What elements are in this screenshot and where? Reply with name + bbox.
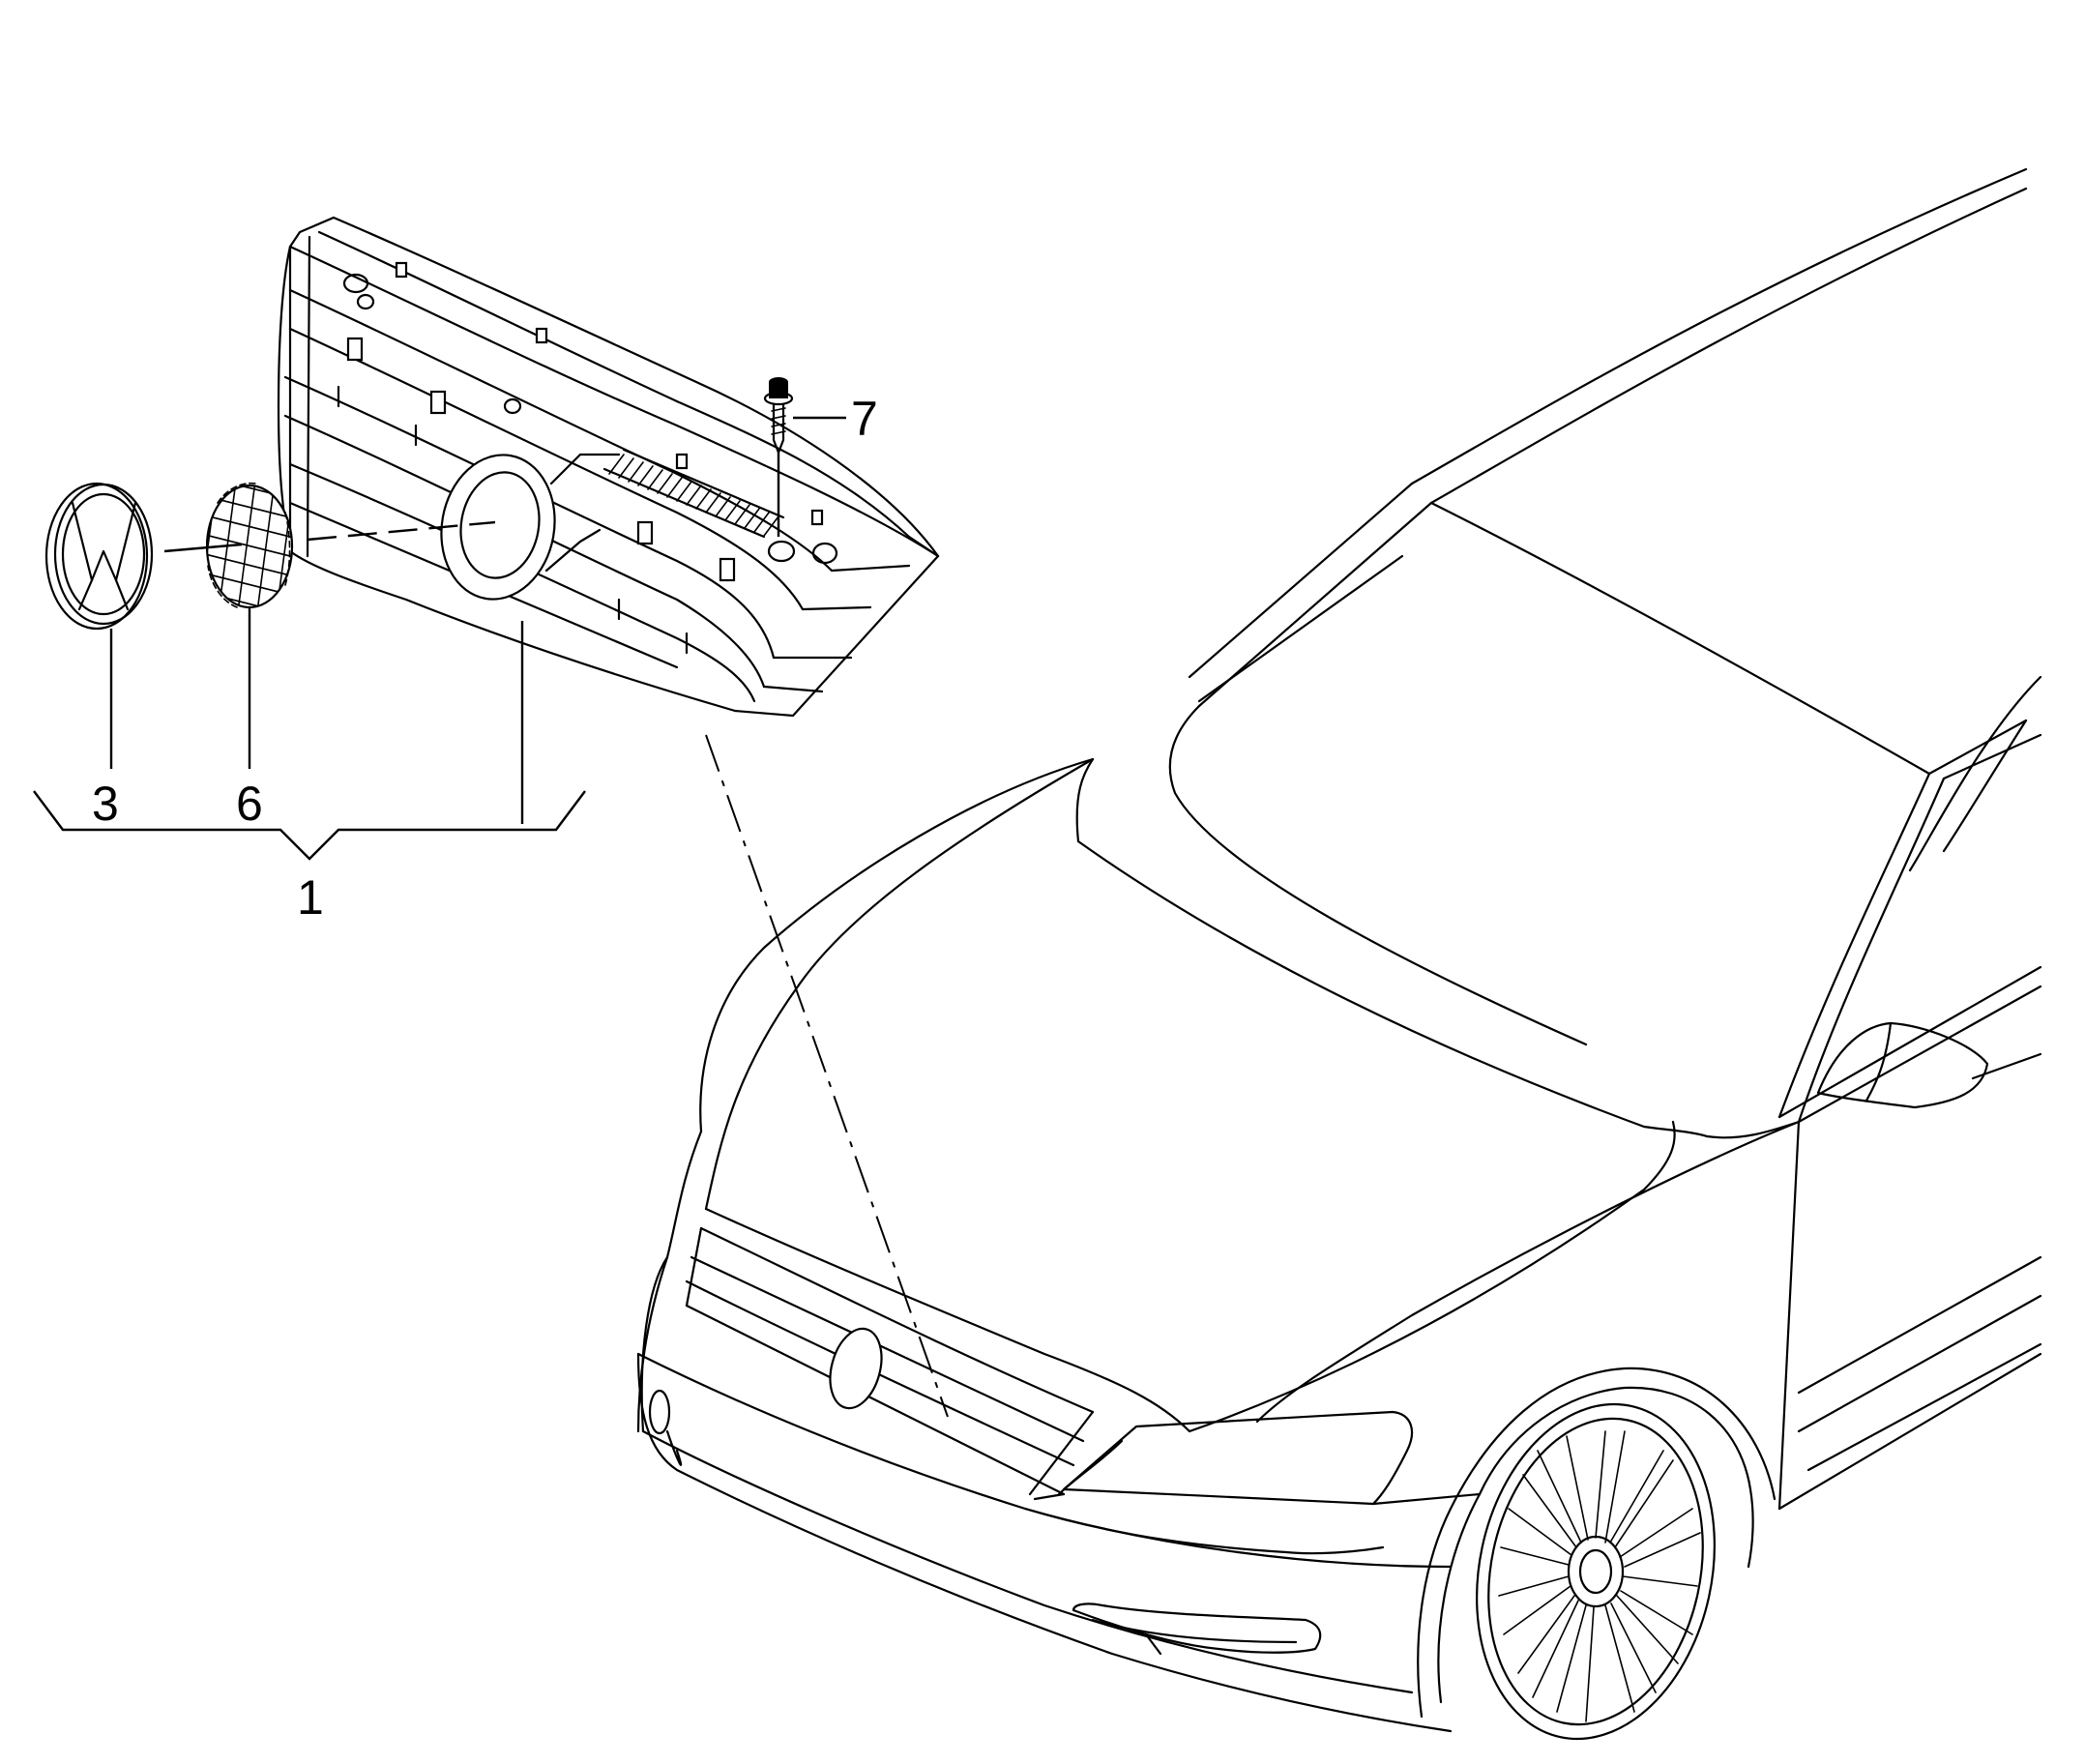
leader-lines	[33, 416, 949, 1418]
screw-icon	[763, 377, 794, 455]
callout-1: 1	[297, 870, 324, 925]
callout-7: 7	[851, 392, 878, 446]
callout-6: 6	[236, 777, 263, 831]
grille-vent-hatching	[602, 448, 785, 539]
car-grille	[685, 1226, 1095, 1501]
front-bumper	[636, 1352, 1453, 1733]
front-wheel	[1417, 1367, 1777, 1741]
car-body	[636, 167, 2042, 1741]
headlight	[1057, 1410, 1482, 1506]
vw-emblem-icon	[44, 482, 154, 631]
callout-3: 3	[92, 777, 119, 831]
radiator-grille	[277, 216, 940, 718]
